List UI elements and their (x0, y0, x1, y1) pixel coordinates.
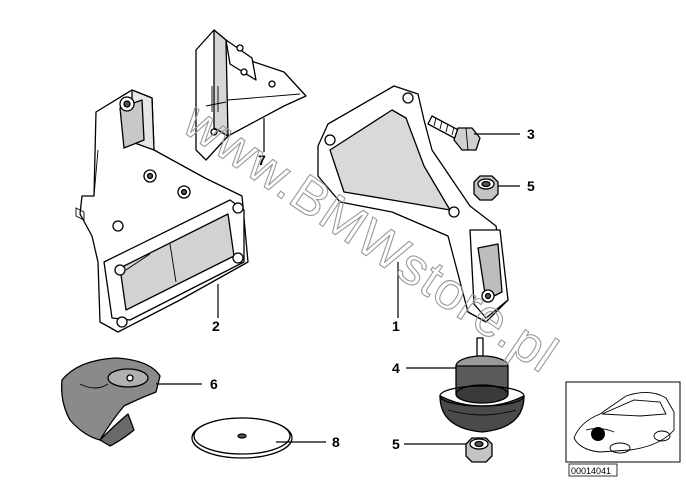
part-hex-bolt[interactable] (427, 115, 481, 151)
part-rubber-mount[interactable] (439, 337, 525, 433)
part-hex-nut-top[interactable] (473, 175, 499, 201)
callout-6: 6 (210, 376, 218, 392)
callout-7: 7 (258, 152, 266, 168)
callout-8: 8 (332, 434, 340, 450)
callout-5-bottom: 5 (392, 436, 400, 452)
callout-1: 1 (392, 318, 400, 334)
part-hex-nut-bottom[interactable] (465, 437, 493, 463)
leader-lines (156, 118, 520, 445)
part-engine-mount-arm[interactable] (317, 85, 509, 323)
callout-5-top: 5 (527, 178, 535, 194)
part-engine-support-bracket[interactable] (75, 89, 249, 333)
diagram-number: 00014041 (571, 466, 611, 476)
callout-4: 4 (392, 360, 400, 376)
part-washer-disk[interactable] (191, 417, 293, 459)
part-small-bracket[interactable] (195, 29, 307, 161)
vehicle-locator-thumbnail: 00014041 (565, 381, 681, 477)
locator-marker (591, 427, 605, 441)
callout-3: 3 (527, 126, 535, 142)
part-heat-shield[interactable] (61, 357, 161, 447)
callout-2: 2 (212, 318, 220, 334)
